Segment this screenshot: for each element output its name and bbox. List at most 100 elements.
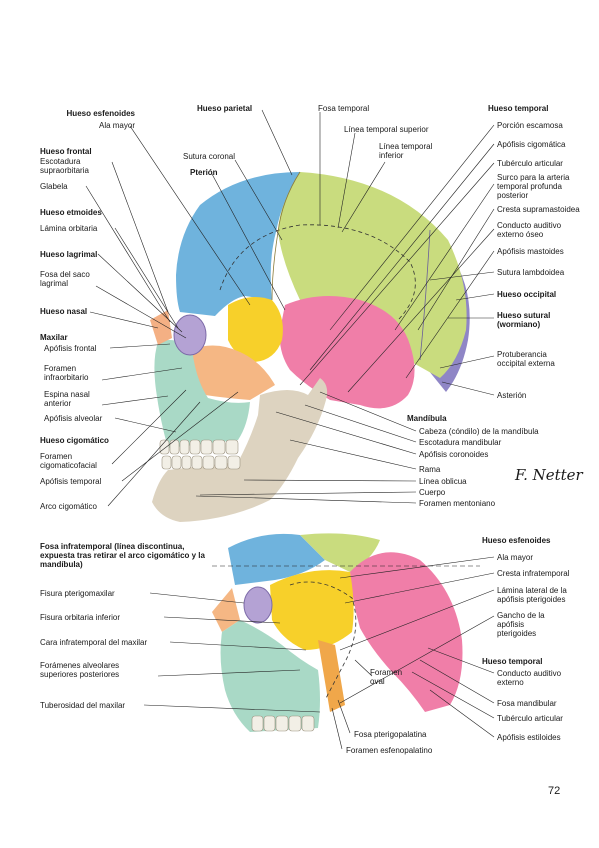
leader-line (89, 311, 159, 329)
leader-line (101, 395, 169, 406)
label-hueso-parietal: Hueso parietal (197, 104, 253, 113)
label-ala-mayor: Ala mayor (98, 121, 135, 130)
leader-line (114, 417, 177, 433)
label-tuberosidad-maxilar: Tuberosidad del maxilar (40, 701, 126, 710)
lambdoid-suture (419, 229, 431, 361)
label-cara-infratemporal: Cara infratemporal del maxilar (40, 638, 148, 647)
label-linea-oblicua: Línea oblicua (419, 477, 467, 486)
leader-line (211, 173, 286, 311)
leader-line (85, 185, 171, 323)
temporal-fossa-outline (219, 224, 416, 321)
leader-line (329, 124, 495, 331)
label-fisura-pterigomaxilar: Fisura pterigomaxilar (40, 589, 115, 598)
label-asterion: Asterión (497, 391, 527, 400)
maxilla-bone-lower (220, 620, 320, 732)
leader-line (109, 343, 171, 349)
label-ala-mayor-2: Ala mayor (497, 553, 534, 562)
label-hueso-esfenoides: Hueso esfenoides (66, 109, 135, 118)
label-linea-temporal-superior: Línea temporal superior (344, 125, 429, 134)
leader-line (439, 355, 495, 369)
label-gancho: Gancho de la apófisis pterigoides (497, 611, 545, 638)
label-espina-nasal-anterior: Espina nasal anterior (44, 390, 90, 408)
label-conducto-auditivo-2: Conducto auditivo externo (497, 669, 562, 687)
label-apofisis-mastoides: Apófisis mastoides (497, 247, 564, 256)
label-foramen-infraorbitario: Foramen infraorbitario (44, 364, 89, 382)
zygomatic-bone (190, 345, 275, 400)
leader-line (95, 285, 187, 339)
leader-line (111, 389, 187, 465)
leader-line (337, 132, 356, 229)
label-hueso-temporal: Hueso temporal (488, 104, 549, 113)
leader-line (289, 439, 417, 470)
leader-line (455, 293, 495, 301)
label-apofisis-cigomatica: Apófisis cigomática (497, 140, 566, 149)
leader-line (195, 495, 417, 504)
label-surco-arteria: Surco para la arteria temporal profunda … (497, 173, 570, 200)
leader-line (261, 109, 293, 176)
leader-line (341, 161, 386, 233)
leader-line (429, 271, 495, 281)
leader-line (149, 592, 245, 604)
label-hueso-etmoides: Hueso etmoides (40, 208, 102, 217)
leader-line (157, 669, 301, 677)
label-lamina-orbitaria: Lámina orbitaria (40, 224, 98, 233)
leader-line (304, 404, 417, 443)
label-escotadura-supraorbitaria: Escotadura supraorbitaria (40, 157, 89, 175)
leader-line (337, 699, 351, 734)
leader-line (339, 556, 495, 579)
teeth-lower (251, 715, 315, 732)
label-pterion: Pterión (190, 168, 218, 177)
page-number: 72 (548, 785, 561, 797)
label-sutura-lambdoidea: Sutura lambdoidea (497, 268, 565, 277)
label-conducto-auditivo: Conducto auditivo externo óseo (497, 221, 562, 239)
label-hueso-sutural: Hueso sutural (wormiano) (497, 311, 551, 329)
frontal-bone-lower (228, 533, 325, 585)
sphenoid-bone (228, 296, 283, 362)
leader-line (419, 659, 495, 704)
leader-line (319, 391, 417, 432)
leader-line (394, 183, 495, 331)
label-sutura-coronal: Sutura coronal (183, 152, 236, 161)
leader-line (441, 381, 495, 396)
label-hueso-frontal: Hueso frontal (40, 147, 92, 156)
label-hueso-temporal-2: Hueso temporal (482, 657, 543, 666)
label-fosa-mandibular: Fosa mandibular (497, 699, 557, 708)
orbit-lower (243, 586, 273, 624)
leader-line (405, 250, 495, 379)
label-arco-cigomatico: Arco cigomático (40, 502, 97, 511)
parietal-bone-lower (300, 533, 380, 572)
label-linea-temporal-inferior: Línea temporal inferior (379, 142, 433, 160)
nasal-bone (150, 310, 172, 345)
label-cresta-supramastoidea: Cresta supramastoidea (497, 205, 580, 214)
leader-line (143, 704, 321, 713)
lateral-skull-view (150, 171, 470, 522)
leader-line (107, 401, 201, 507)
label-tuberculo-articular: Tubérculo articular (497, 159, 563, 168)
label-foramen-esfenopalatino: Foramen esfenopalatino (346, 746, 433, 755)
leader-line (111, 161, 169, 313)
leader-line (299, 162, 495, 386)
leader-line (97, 253, 183, 333)
label-cresta-infratemporal: Cresta infratemporal (497, 569, 570, 578)
leader-line (121, 391, 239, 482)
sphenoid-bone-lower (270, 570, 354, 650)
artist-signature: F. Netter (515, 466, 583, 484)
label-hueso-esfenoides-2: Hueso esfenoides (482, 536, 551, 545)
label-porcion-escamosa: Porción escamosa (497, 121, 563, 130)
leader-line (114, 227, 179, 329)
label-apofisis-coronoides: Apófisis coronoides (419, 450, 489, 459)
leader-line (199, 491, 417, 496)
leader-line (339, 589, 495, 651)
leader-line (344, 572, 495, 604)
leader-line (234, 159, 283, 241)
label-apofisis-temporal: Apófisis temporal (40, 477, 102, 486)
maxilla-bone (154, 340, 250, 448)
infratemporal-fossa-outline (289, 581, 357, 701)
label-hueso-nasal: Hueso nasal (40, 307, 88, 316)
label-foramen-oval: Foramen oval (370, 668, 403, 686)
temporal-bone (279, 296, 415, 409)
leader-line (331, 707, 343, 750)
leader-line (101, 367, 183, 381)
leader-line (309, 143, 495, 371)
